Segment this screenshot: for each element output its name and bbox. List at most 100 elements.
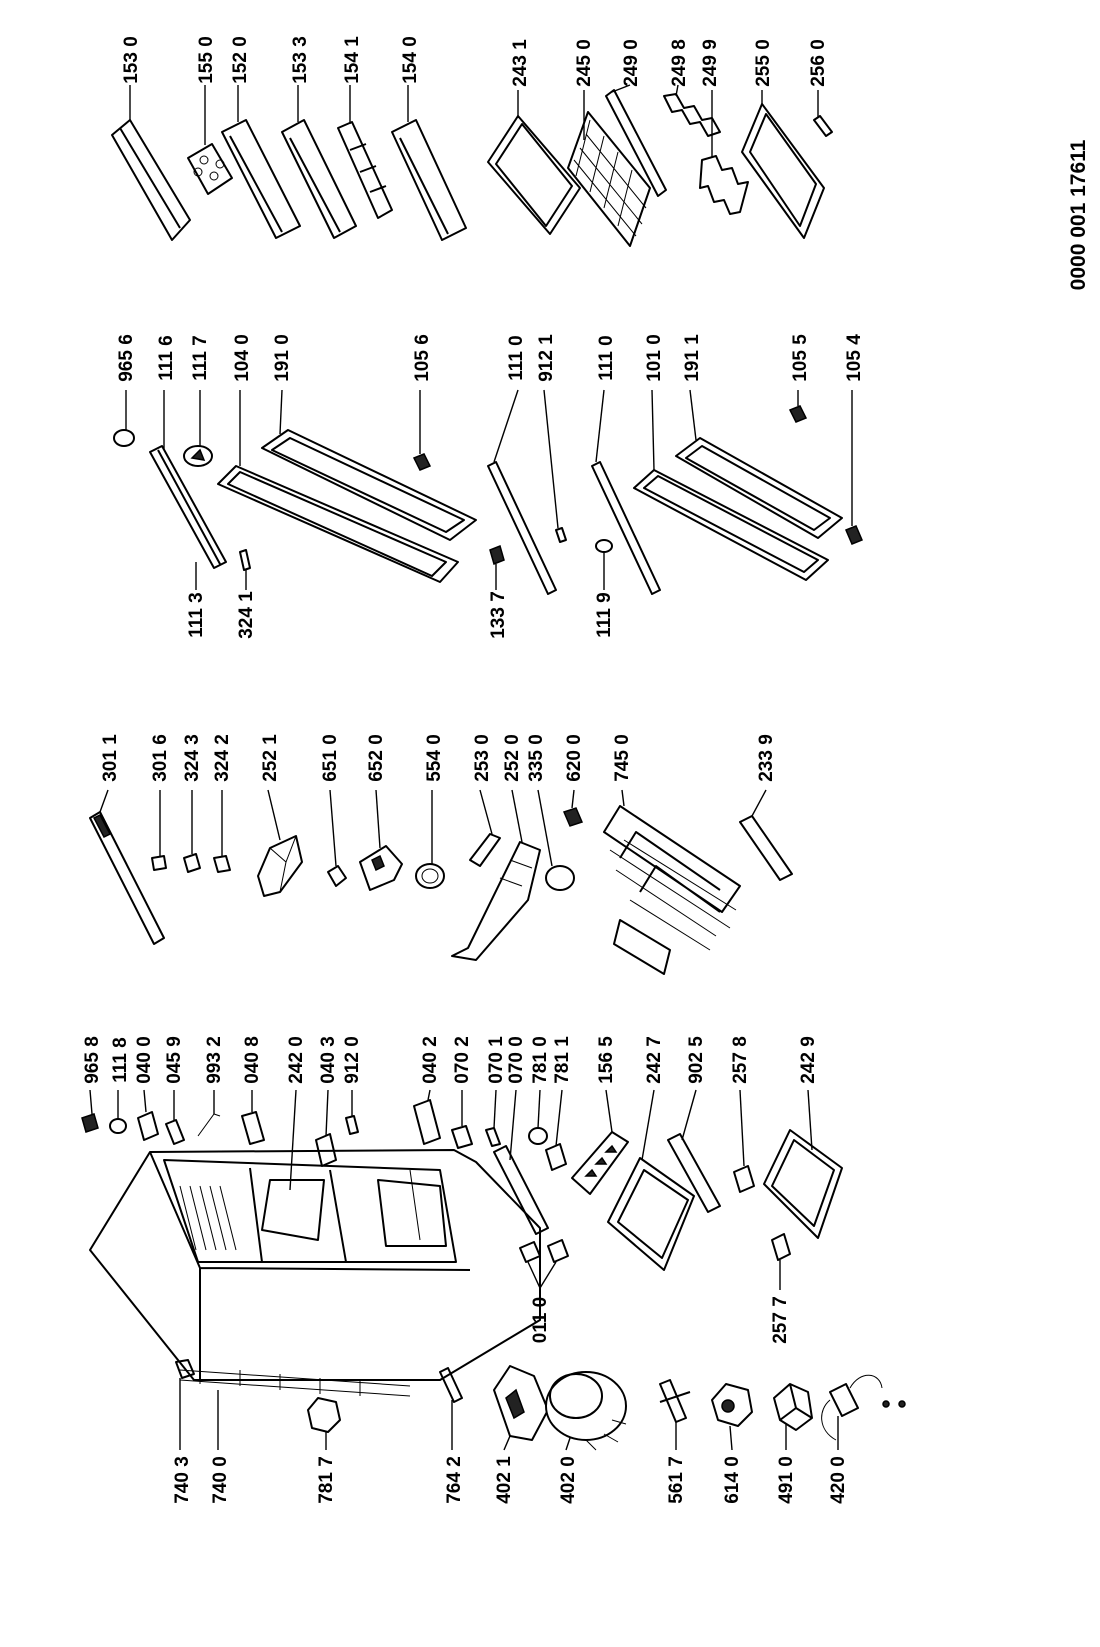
part-324-3 — [183, 853, 201, 873]
part-153-0 — [111, 119, 191, 241]
label-252-1: 252 1 — [260, 734, 281, 782]
label-491-0: 491 0 — [776, 1456, 797, 1504]
label-011-0: 011 0 — [530, 1297, 551, 1344]
part-745-0 — [603, 805, 741, 975]
label-781-1: 781 1 — [552, 1036, 573, 1084]
label-249-8: 249 8 — [669, 39, 690, 87]
part-902-5 — [667, 1133, 721, 1213]
part-104-0 — [217, 465, 459, 583]
label-111-7: 111 7 — [190, 335, 211, 380]
label-153-3: 153 3 — [290, 36, 311, 84]
part-070-2 — [451, 1125, 473, 1149]
part-965-6 — [113, 429, 135, 447]
label-965-6: 965 6 — [116, 334, 137, 382]
part-245-0 — [567, 111, 651, 247]
label-242-9: 242 9 — [798, 1036, 819, 1084]
label-153-0: 153 0 — [121, 36, 142, 84]
part-249-8 — [663, 93, 721, 137]
column-compressor: 740 3 740 0 781 7 764 2 402 1 402 0 561 … — [172, 1365, 906, 1504]
label-249-0: 249 0 — [621, 39, 642, 87]
label-154-1: 154 1 — [342, 36, 363, 84]
label-111-8: 111 8 — [110, 1037, 131, 1082]
part-155-0 — [187, 143, 233, 195]
part-105-5 — [788, 405, 808, 423]
column-cabinet: 965 8 111 8 040 0 045 9 993 2 040 8 242 … — [81, 1036, 843, 1397]
part-256-0 — [813, 115, 833, 137]
part-070-0 — [493, 1145, 549, 1235]
part-554-0 — [415, 863, 445, 889]
part-040-2 — [413, 1099, 441, 1145]
label-255-0: 255 0 — [753, 39, 774, 87]
label-965-8: 965 8 — [82, 1036, 103, 1084]
part-101-0 — [633, 469, 829, 581]
part-111-6 — [149, 445, 227, 569]
part-420-0 — [829, 1383, 859, 1417]
part-045-9 — [165, 1119, 185, 1145]
label-152-0: 152 0 — [230, 36, 251, 84]
label-105-5: 105 5 — [790, 334, 811, 382]
part-153-3 — [281, 119, 357, 239]
label-620-0: 620 0 — [564, 734, 585, 782]
label-070-2: 070 2 — [452, 1036, 473, 1084]
label-252-0: 252 0 — [502, 734, 523, 782]
label-324-3: 324 3 — [182, 734, 203, 782]
part-257-7 — [771, 1233, 791, 1261]
part-105-6 — [412, 453, 432, 471]
part-252-0 — [451, 841, 541, 961]
label-111-0-upper: 111 0 — [506, 335, 527, 380]
part-111-8 — [109, 1118, 127, 1134]
label-154-0: 154 0 — [400, 36, 421, 84]
label-324-1: 324 1 — [236, 591, 257, 639]
part-965-8 — [81, 1113, 99, 1133]
label-249-9: 249 9 — [700, 39, 721, 87]
part-133-7 — [489, 544, 505, 566]
part-242-7 — [607, 1157, 695, 1271]
part-491-0 — [773, 1383, 813, 1431]
label-256-0: 256 0 — [808, 39, 829, 87]
label-561-7: 561 7 — [666, 1456, 687, 1504]
label-745-0: 745 0 — [612, 734, 633, 782]
label-242-0: 242 0 — [286, 1036, 307, 1084]
label-740-3: 740 3 — [172, 1456, 193, 1504]
label-156-5: 156 5 — [596, 1036, 617, 1084]
part-324-2 — [213, 855, 231, 873]
part-152-0 — [221, 119, 301, 239]
label-045-9: 045 9 — [164, 1036, 185, 1084]
column-door-accessories: 153 0 155 0 152 0 153 3 154 1 154 0 243 … — [111, 36, 833, 247]
part-301-6 — [151, 855, 167, 871]
part-070-1 — [485, 1127, 501, 1147]
label-245-0: 245 0 — [574, 39, 595, 87]
part-781-1 — [545, 1143, 567, 1171]
part-335-0 — [545, 865, 575, 891]
cabinet — [89, 1149, 541, 1381]
label-740-0: 740 0 — [210, 1456, 231, 1504]
label-040-0: 040 0 — [134, 1036, 155, 1084]
part-912-1 — [555, 527, 567, 543]
part-233-9 — [739, 815, 793, 881]
label-301-1: 301 1 — [100, 734, 121, 782]
label-191-1: 191 1 — [682, 334, 703, 382]
part-252-1 — [257, 835, 303, 897]
label-253-0: 253 0 — [472, 734, 493, 782]
part-257-8 — [733, 1165, 755, 1193]
label-111-3: 111 3 — [186, 592, 207, 637]
part-249-0 — [605, 89, 667, 197]
label-652-0: 652 0 — [366, 734, 387, 782]
label-993-2: 993 2 — [204, 1036, 225, 1084]
label-402-0: 402 0 — [558, 1456, 579, 1504]
label-242-7: 242 7 — [644, 1036, 665, 1084]
label-111-6: 111 6 — [156, 335, 177, 380]
part-255-0 — [741, 103, 825, 239]
label-614-0: 614 0 — [722, 1456, 743, 1504]
part-651-0 — [327, 865, 347, 887]
column-controls: 301 1 301 6 324 3 324 2 252 1 651 0 652 … — [89, 734, 793, 975]
part-301-1 — [89, 811, 165, 945]
label-257-7: 257 7 — [770, 1296, 791, 1344]
part-111-9 — [595, 539, 613, 553]
part-242-9 — [763, 1129, 843, 1239]
part-764-2 — [439, 1367, 463, 1403]
part-154-1 — [337, 121, 393, 219]
label-233-9: 233 9 — [756, 734, 777, 782]
part-993-2 — [197, 1113, 221, 1137]
